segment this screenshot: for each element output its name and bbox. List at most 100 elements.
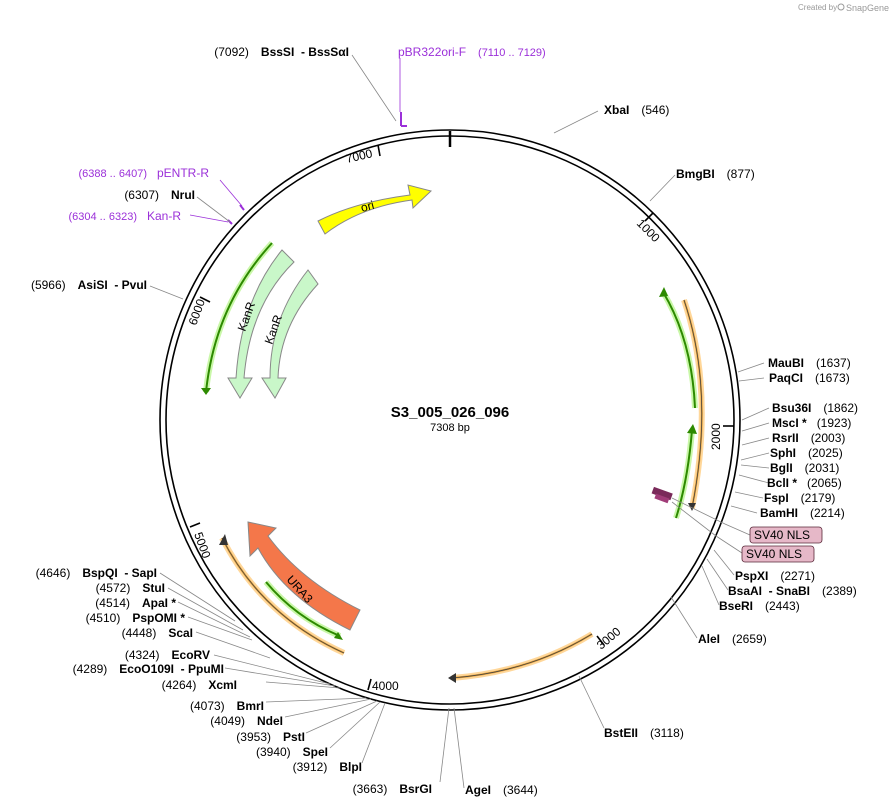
site-name: PspOMI * (132, 611, 185, 625)
site-ecorv[interactable]: (4324)EcoRV (125, 648, 210, 662)
leader-sv40-nls-2 (671, 501, 743, 554)
site-xcmi[interactable]: (4264)XcmI (162, 678, 237, 692)
site-pos: (877) (727, 167, 755, 181)
site-xbai[interactable]: XbaI (546) (604, 103, 669, 117)
site-fspi[interactable]: FspI(2179) (764, 491, 835, 505)
leader-bmgbi (649, 174, 676, 202)
tick-5000 (189, 522, 201, 528)
site-pos: (546) (641, 103, 669, 117)
site-bsaai-snabi[interactable]: BsaAI - SnaBI(2389) (728, 584, 857, 598)
site-bmri[interactable]: (4073)BmrI (190, 699, 264, 713)
site-pos: (2271) (780, 569, 815, 583)
primer-kan-r[interactable]: (6304 .. 6323)Kan-R (68, 209, 181, 223)
primer-name: Kan-R (147, 209, 181, 223)
right-green-orf-upper-arrowhead (659, 287, 668, 297)
ura3-arrow (247, 521, 361, 631)
leader-bcli (738, 474, 770, 484)
site-ecoo109i-ppumi[interactable]: (4289)EcoO109I - PpuMI (73, 662, 224, 676)
plasmid-length: 7308 bp (430, 422, 470, 434)
leader-sphi (740, 452, 770, 461)
site-bsu36i[interactable]: Bsu36I(1862) (772, 401, 858, 415)
site-pspxi[interactable]: PspXI (2271) (735, 569, 815, 583)
site-agei[interactable]: AgeI(3644) (465, 783, 538, 797)
primer-mark-pentr-r (239, 204, 245, 211)
site-name: PspXI (735, 569, 768, 583)
site-pos: (2389) (822, 584, 857, 598)
site-name: PaqCI (769, 371, 803, 385)
leader-fspi (734, 491, 764, 499)
site-stui[interactable]: (4572)StuI (96, 581, 165, 595)
site-blpi[interactable]: (3912)BlpI (293, 760, 362, 774)
site-pos: (3940) (256, 745, 291, 759)
site-name: ScaI (168, 626, 193, 640)
credit-brand: SnapGene (846, 3, 889, 13)
site-pos: (2031) (805, 461, 840, 475)
leader-asisi (149, 285, 184, 300)
kanr-orf-line (205, 242, 273, 393)
site-bsrgi[interactable]: (3663)BsrGI (353, 782, 432, 796)
site-nrui[interactable]: (6307)NruI (124, 188, 195, 202)
site-name: SpeI (303, 745, 328, 759)
leader-pspxi (713, 549, 735, 576)
leader-blpi (361, 702, 386, 764)
leader-maubi (737, 362, 765, 373)
site-pos: (4510) (86, 611, 121, 625)
leader-agei (453, 707, 465, 789)
site-rsrii[interactable]: RsrII(2003) (772, 431, 845, 445)
site-maubi[interactable]: MauBI(1637) (768, 356, 851, 370)
site-pos: (2214) (810, 506, 845, 520)
site-msci[interactable]: MscI *(1923) (772, 416, 851, 430)
site-bseri[interactable]: BseRI(2443) (719, 599, 800, 613)
sv40-nls-label-2[interactable]: SV40 NLS (741, 545, 815, 563)
bottom-orange-orf-arrowhead (448, 673, 456, 683)
site-psti[interactable]: (3953)PstI (236, 730, 305, 744)
site-name: XbaI (604, 103, 629, 117)
tick-3000 (596, 635, 605, 646)
sv40-nls-label-1[interactable]: SV40 NLS (749, 526, 823, 544)
leader-bamhi (730, 505, 758, 514)
site-pos: (2065) (807, 476, 842, 490)
primer-pentr-r[interactable]: (6388 .. 6407)pENTR-R (78, 166, 209, 180)
leader-pentr-r (219, 179, 243, 207)
site-name: MscI * (772, 416, 807, 430)
site-paqci[interactable]: PaqCI (1673) (769, 371, 850, 385)
feature-ori[interactable]: ori (317, 184, 432, 235)
tick-4000 (367, 678, 372, 691)
right-green-orf-lower-arrowhead (687, 424, 697, 434)
site-name: BglI (770, 461, 793, 475)
sv40-nls-text-2: SV40 NLS (746, 547, 802, 561)
left-orange-orf-core (221, 537, 345, 654)
site-scai[interactable]: (4448)ScaI (122, 626, 193, 640)
site-pos: (1673) (815, 371, 850, 385)
site-bmgbi[interactable]: BmgBI(877) (676, 167, 755, 181)
leader-bsteii (578, 675, 605, 729)
site-name: BclI * (767, 476, 797, 490)
primer-name: pBR322ori-F (398, 45, 466, 59)
site-apai[interactable]: (4514)ApaI * (95, 596, 176, 610)
site-alei[interactable]: AleI(2659) (698, 632, 767, 646)
site-bcli[interactable]: BclI * (2065) (767, 476, 842, 490)
sv40-nls-box-2 (741, 545, 815, 563)
leader-scai (195, 631, 271, 659)
site-bamhi[interactable]: BamHI(2214) (760, 506, 845, 520)
site-ndei[interactable]: (4049)NdeI (210, 714, 283, 728)
ura3-orf-line (265, 581, 341, 637)
leader-ecoo109i (224, 667, 336, 687)
site-name: AgeI (465, 783, 491, 797)
site-pspomi[interactable]: (4510) PspOMI * (86, 611, 186, 625)
site-bsssi-bsssai[interactable]: (7092)BssSI - BssSαI (214, 45, 349, 59)
site-pos: (2025) (808, 446, 843, 460)
primer-pbr322ori-f[interactable]: pBR322ori-F(7110 .. 7129) (398, 45, 546, 59)
site-pos: (4049) (210, 714, 245, 728)
site-bsteii[interactable]: BstEII(3118) (604, 726, 684, 740)
site-pos: (3912) (293, 760, 328, 774)
snapgene-logo-icon (837, 3, 845, 11)
site-bgli[interactable]: BglI (2031) (770, 461, 839, 475)
leader-psti (305, 700, 378, 734)
site-sphi[interactable]: SphI(2025) (770, 446, 843, 460)
ura3-orf-arrowhead (334, 632, 343, 640)
site-bspqi-sapi[interactable]: (4646)BspQI - SapI (36, 566, 157, 580)
site-asisi-pvui[interactable]: (5966)AsiSI - PvuI (31, 278, 147, 292)
site-spei[interactable]: (3940) SpeI (256, 745, 328, 759)
